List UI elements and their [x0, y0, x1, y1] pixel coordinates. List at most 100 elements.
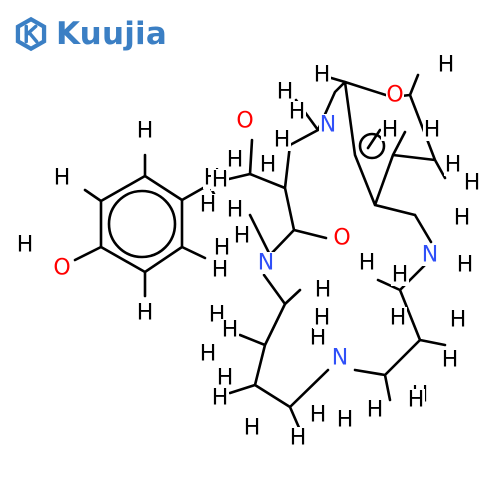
atom-label-h-top5: H: [424, 118, 441, 143]
atom-label-h-mid3: H: [212, 258, 229, 283]
atom-label-bg: [407, 389, 425, 411]
atom-label-bg: [444, 154, 462, 176]
atom-label-h-r5: H: [442, 348, 459, 373]
atom-label-bg: [358, 252, 376, 274]
atom-label-bg: [456, 254, 474, 276]
atom-label-bg: [453, 207, 471, 229]
atom-label-h-l4: H: [222, 318, 239, 343]
brand-logo[interactable]: Kuujia: [12, 12, 167, 56]
atom-label-h-ar2: H: [137, 119, 154, 144]
atom-label-bg: [309, 404, 327, 426]
atom-label-h-b1: H: [367, 398, 384, 423]
atom-label-bg: [289, 427, 307, 449]
atom-label-h-b5: H: [290, 426, 307, 451]
atom-label-bg: [53, 167, 71, 189]
atom-label-h-ar4: H: [137, 301, 154, 326]
atom-label-bg: [257, 252, 275, 274]
atom-label-h-r3: H: [390, 306, 407, 331]
atom-label-n-amide: N: [258, 251, 274, 276]
atom-label-h-bz1: H: [200, 193, 217, 218]
atom-label-bg: [243, 417, 261, 439]
atom-label-h-ar3: H: [214, 236, 231, 261]
atom-label-bg: [449, 309, 467, 331]
atom-label-bg: [331, 347, 349, 369]
atom-label-h-phenol: H: [17, 233, 34, 258]
bond-lines: [73, 73, 447, 432]
atom-label-h-top1: H: [277, 80, 294, 105]
atom-label-h-mid5: H: [260, 153, 277, 178]
atom-label-bg: [381, 119, 399, 141]
atom-label-bg: [313, 64, 331, 86]
atom-label-bg: [386, 84, 404, 106]
atom-label-n-upper: N: [320, 113, 336, 138]
atom-label-h-top8: H: [454, 206, 471, 231]
atom-label-bg: [389, 307, 407, 329]
atom-label-h-b3: H: [212, 386, 229, 411]
atom-label-h-mid4: H: [274, 128, 291, 153]
macrocycle-bonds: [228, 263, 447, 432]
atom-label-bg: [16, 234, 34, 256]
atom-label-bg: [309, 327, 327, 349]
atom-label-bg: [288, 101, 306, 123]
atom-label-bg: [211, 259, 229, 281]
atom-label-h-l5: H: [200, 342, 217, 367]
atom-label-h-mid6: H: [212, 168, 229, 193]
atom-label-bg: [233, 225, 251, 247]
atom-label-bg: [276, 81, 294, 103]
atom-label-h-n-lower: H: [310, 326, 327, 351]
atom-label-h-ar1: H: [54, 166, 71, 191]
atom-label-bg: [226, 149, 244, 171]
atom-label-bg: [226, 199, 244, 221]
atom-label-bg: [336, 409, 354, 431]
atom-label-bg: [333, 227, 351, 249]
k-hexagon-logo-icon: [15, 16, 47, 52]
atom-label-h-top7: H: [464, 171, 481, 196]
atom-label-o-upper: O: [236, 109, 253, 134]
atom-label-bg: [366, 399, 384, 421]
atom-label-o-phenol: O: [53, 256, 70, 281]
atom-label-h-r2: H: [392, 263, 409, 288]
atom-label-h-r1: H: [359, 251, 376, 276]
atom-label-bg: [53, 257, 71, 279]
atom-label-n-lower: N: [332, 346, 348, 371]
atom-label-h-top3: H: [438, 53, 455, 78]
atom-label-bg: [421, 244, 439, 266]
atom-label-h-l6: H: [217, 366, 234, 391]
atom-label-bg: [319, 114, 337, 136]
atom-label-bg: [199, 343, 217, 365]
atom-label-bg: [211, 387, 229, 409]
atom-label-h-b6: H: [310, 403, 327, 428]
atom-label-n-right: N: [422, 243, 438, 268]
atom-label-bg: [211, 169, 229, 191]
atom-label-h-top2: H: [314, 63, 331, 88]
atom-label-h-b7: H: [337, 408, 354, 433]
atom-label-bg: [136, 302, 154, 324]
atom-label-bg: [463, 172, 481, 194]
atom-labels: OHHHHHHHONOONNHNHHHHHHHHHHHHHHHHHHHHHHHH…: [16, 53, 481, 451]
atom-label-bg: [213, 237, 231, 259]
atom-label-bg: [313, 307, 331, 329]
atom-label-bg: [391, 264, 409, 286]
atom-label-h-b2: H: [408, 388, 425, 413]
atom-label-bg: [136, 120, 154, 142]
atom-label-o-ring: O: [386, 83, 403, 108]
atom-label-h-n-right: H: [457, 253, 474, 278]
atom-label-bg: [221, 319, 239, 341]
atom-label-h-top6: H: [445, 153, 462, 178]
atom-label-h-b8: H: [227, 148, 244, 173]
atom-label-h-l2: H: [314, 306, 331, 331]
brand-name: Kuujia: [56, 16, 167, 52]
atom-label-h-mid1: H: [227, 198, 244, 223]
atom-label-bg: [423, 119, 441, 141]
atom-label-bg: [441, 349, 459, 371]
stereo-ring-marker: [358, 132, 386, 160]
atom-label-bg: [216, 367, 234, 389]
atom-label-bg: [259, 154, 277, 176]
ring-substituent-bonds: [73, 153, 252, 298]
atom-label-h-mid2: H: [234, 224, 251, 249]
atom-label-bg: [273, 129, 291, 151]
atom-label-h-b4: H: [244, 416, 261, 441]
atom-label-bg: [437, 54, 455, 76]
atom-label-bg: [236, 110, 254, 132]
